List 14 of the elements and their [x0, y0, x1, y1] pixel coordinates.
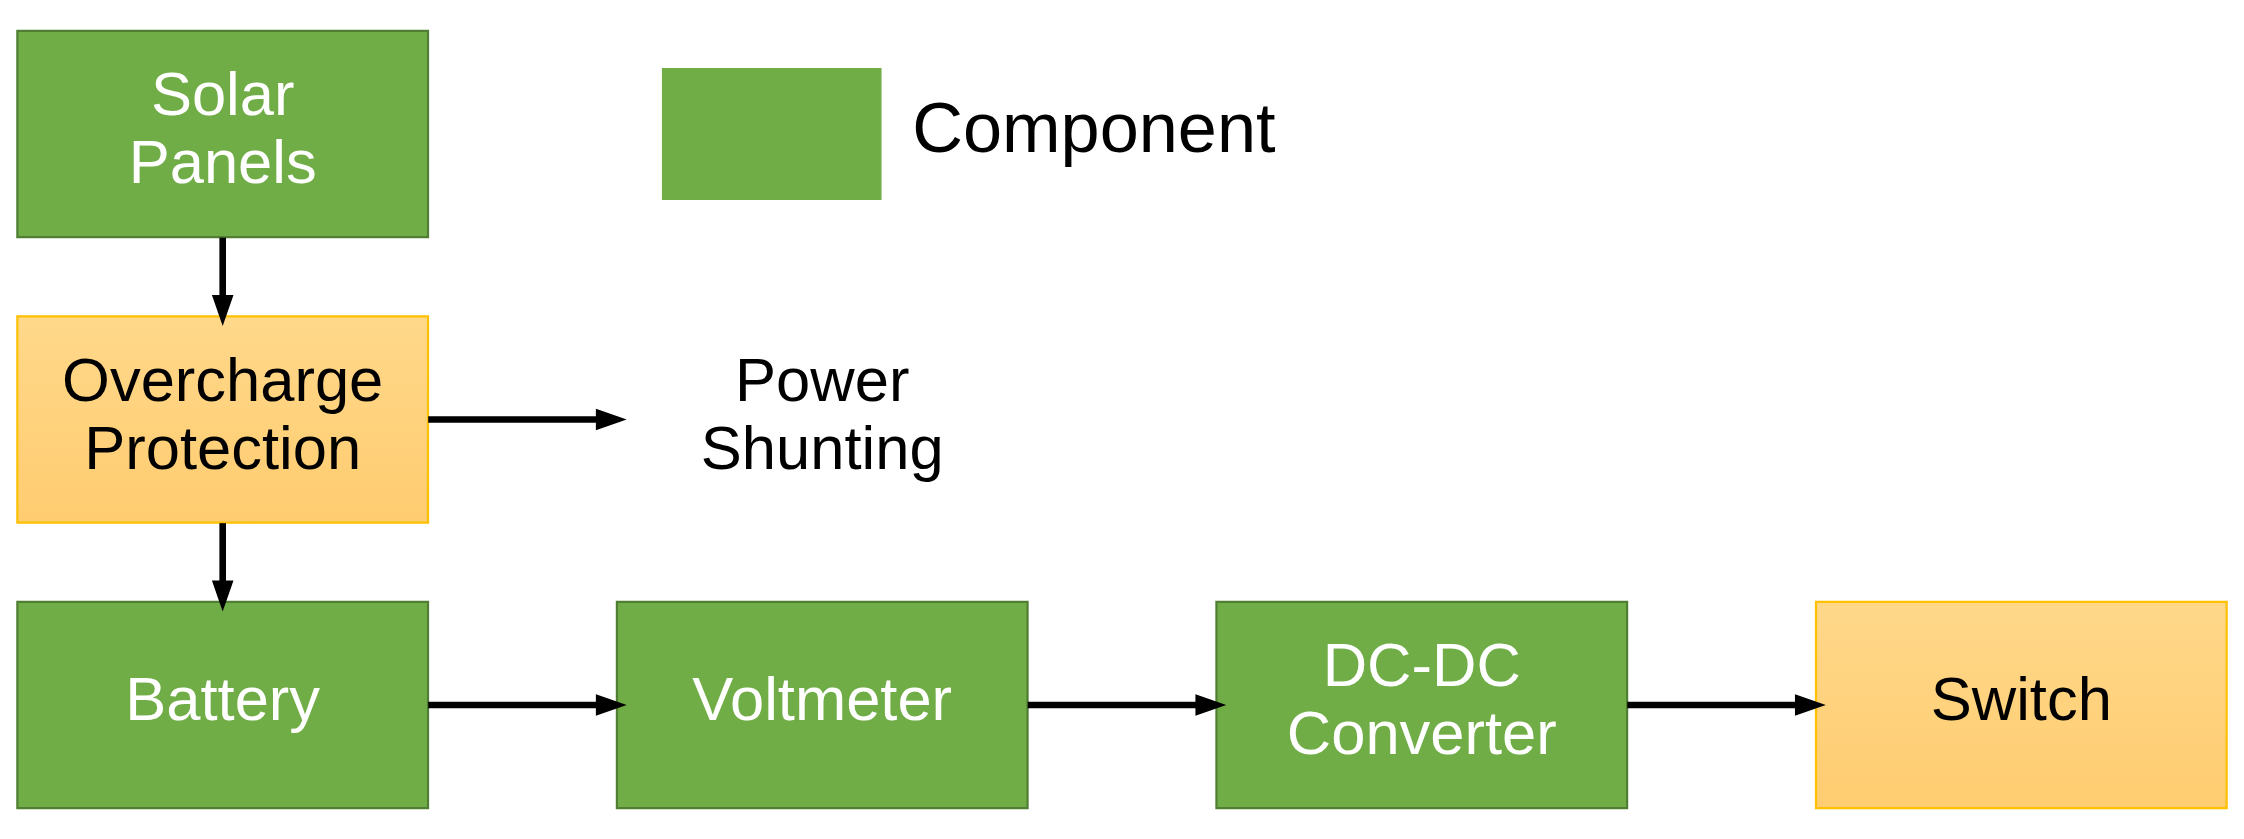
arrow [1627, 694, 1826, 716]
legend-label: Component [912, 87, 1276, 167]
node-box: Voltmeter [615, 600, 1029, 810]
node-text: Power Shunting [700, 344, 944, 482]
node-box: Solar Panels [16, 29, 430, 239]
node-box: Switch [1814, 600, 2228, 810]
arrow [211, 523, 234, 612]
arrow [428, 694, 627, 716]
arrow [1027, 694, 1227, 716]
arrow [211, 237, 234, 326]
node-box: Battery [16, 600, 430, 810]
node-box: DC-DC Converter [1215, 600, 1629, 810]
arrow [428, 408, 627, 431]
node-box: Overcharge Protection [16, 315, 430, 524]
